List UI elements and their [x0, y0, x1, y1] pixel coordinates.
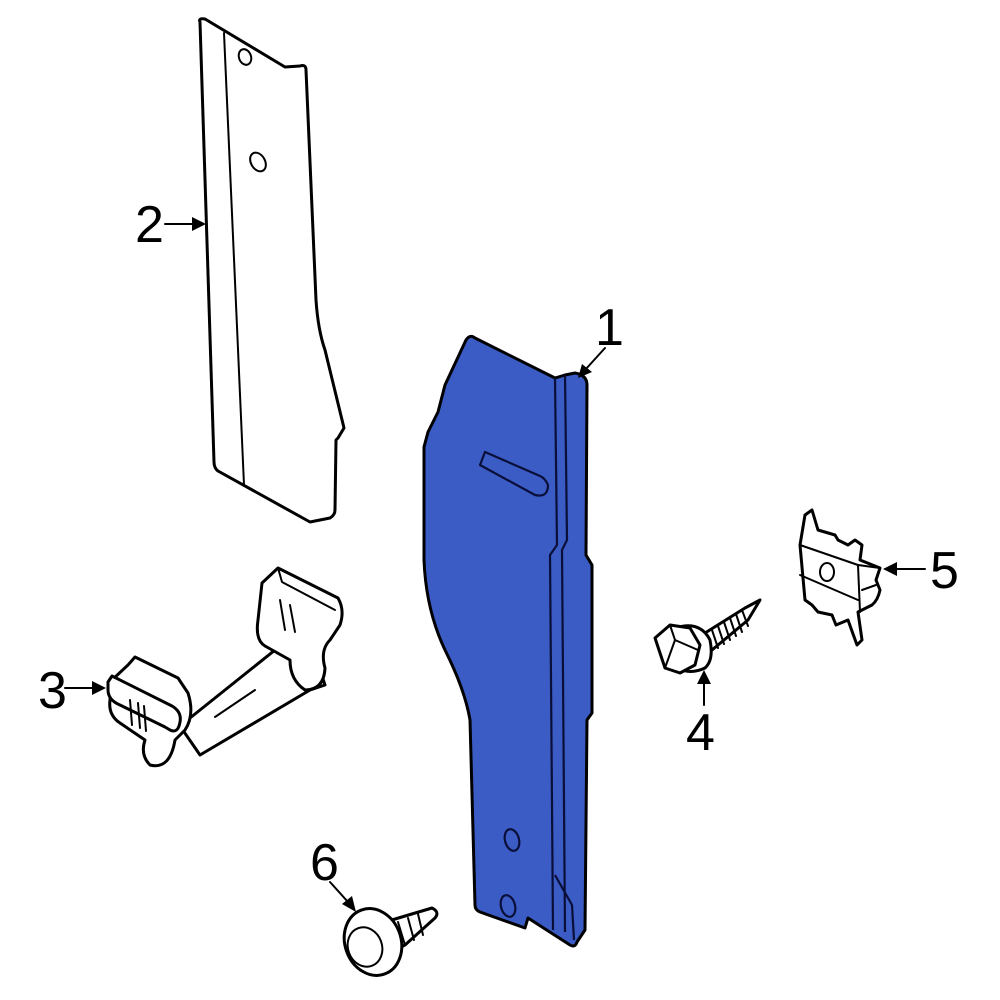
callout-number-5: 5 — [930, 542, 959, 600]
callout-number-3: 3 — [38, 662, 67, 720]
part-4-hex-flange-screw — [653, 598, 762, 675]
part-2-pillar-trim-panel — [198, 17, 346, 524]
callout-number-1: 1 — [595, 299, 624, 357]
callout-3: 3 — [38, 662, 106, 720]
callout-5: 5 — [883, 542, 959, 600]
callout-6: 6 — [310, 834, 356, 912]
callout-number-4: 4 — [686, 704, 715, 762]
callout-1: 1 — [578, 299, 624, 378]
callout-number-2: 2 — [135, 196, 164, 254]
part-5-spring-nut-clip — [798, 508, 882, 647]
part-6-push-pin-retainer — [342, 906, 439, 977]
part-3-wire-clip-bracket — [106, 566, 344, 768]
part-1-highlighted-trim-panel — [422, 334, 594, 948]
callout-number-6: 6 — [310, 834, 339, 892]
callout-4: 4 — [686, 670, 715, 762]
callout-2: 2 — [135, 196, 206, 254]
